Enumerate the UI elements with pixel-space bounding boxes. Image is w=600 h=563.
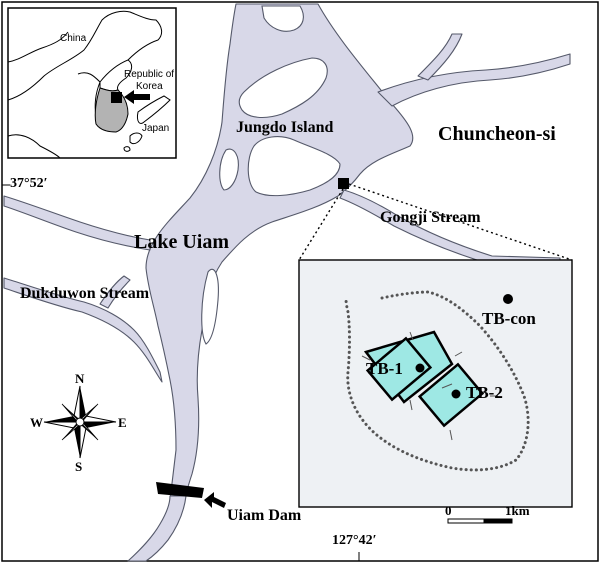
city-label: Chuncheon-si <box>438 123 556 145</box>
bed-tb1-rect <box>365 336 433 402</box>
inset-china-border <box>7 10 163 101</box>
lake-uiam-water <box>145 3 414 501</box>
site-detail-inset <box>298 259 573 508</box>
dam-pointer-arrow <box>204 492 226 508</box>
inset-korea-label-line2: Korea <box>136 81 163 92</box>
island-label: Jungdo Island <box>236 119 334 136</box>
scale-end-label: 1km <box>505 503 530 518</box>
inset-china-north <box>7 31 69 63</box>
latitude-label: 37°52′ <box>10 176 48 191</box>
inset-japan-kyushu <box>129 132 143 145</box>
site-tb-2-point <box>451 389 461 399</box>
dukduwon-stream-label: Dukduwon Stream <box>20 285 150 302</box>
inset-china-label: China <box>60 33 87 44</box>
scale-start-label: 0 <box>445 503 452 518</box>
dukduwon-stream-water <box>3 277 163 383</box>
left-stream-water <box>3 195 151 251</box>
compass-e-label: E <box>118 415 127 430</box>
islands <box>201 5 341 345</box>
scale-bar <box>447 518 513 524</box>
compass-w-label: W <box>30 415 43 430</box>
water-bodies <box>3 3 571 562</box>
compass-rose <box>43 385 117 459</box>
bed-tb2-rect <box>417 362 485 428</box>
dukduwon-branch-water <box>99 275 131 309</box>
upper-river-water <box>377 53 571 107</box>
lake-label: Lake Uiam <box>134 231 229 253</box>
inset-leader-lines <box>298 183 573 261</box>
country-inset-map <box>7 7 177 159</box>
inset-location-marker <box>111 92 122 103</box>
jungdo-island <box>238 57 328 119</box>
site-tb-1-label: TB-1 <box>366 359 403 378</box>
site-tb-1-point <box>415 363 425 373</box>
inset-china-south <box>7 134 61 159</box>
gongji-stream-label: Gongji Stream <box>380 209 481 226</box>
west-islet <box>219 148 239 191</box>
inset-japan <box>137 95 171 125</box>
site-tb-2-label: TB-2 <box>466 383 503 402</box>
inset-korea-label-line1: Republic of <box>124 69 175 80</box>
inset-japan-islet <box>123 146 131 152</box>
outlet-river-water <box>127 495 187 562</box>
compass-s-label: S <box>75 459 83 474</box>
study-site-marker <box>338 178 349 189</box>
coordinate-ticks <box>2 184 360 561</box>
dam-label: Uiam Dam <box>227 507 302 524</box>
longitude-label: 127°42′ <box>332 533 377 548</box>
inset-japan-label: Japan <box>142 123 170 134</box>
uiam-dam <box>156 482 204 498</box>
central-island <box>247 136 341 197</box>
site-dotted-outline <box>344 290 530 472</box>
bed-corner-ticks <box>361 331 498 441</box>
site-tb-con-label: TB-con <box>482 309 536 328</box>
upper-river-branch-water <box>417 33 463 81</box>
compass-n-label: N <box>75 371 85 386</box>
inset-pointer-arrow <box>124 90 150 104</box>
north-island <box>261 5 304 32</box>
south-island <box>201 268 219 345</box>
site-tb-con-point <box>503 294 513 304</box>
